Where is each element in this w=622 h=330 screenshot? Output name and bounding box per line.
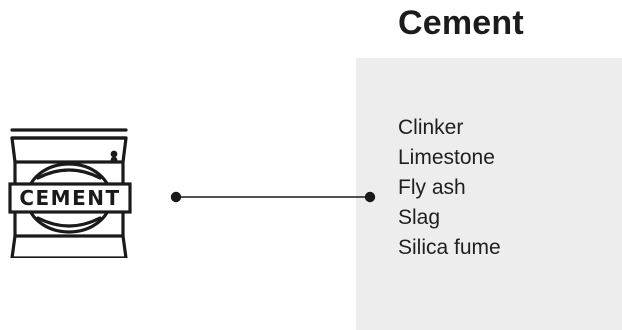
list-item: Silica fume <box>398 236 501 259</box>
components-panel: Clinker Limestone Fly ash Slag Silica fu… <box>356 58 622 330</box>
list-item: Slag <box>398 206 441 229</box>
components-list: Clinker Limestone Fly ash Slag Silica fu… <box>398 113 501 263</box>
emblem-upper-arc <box>36 168 102 180</box>
page-title: Cement <box>398 4 524 42</box>
connector-start-dot <box>170 191 182 203</box>
bag-label-text: CEMENT <box>19 186 120 210</box>
list-item: Clinker <box>398 116 464 139</box>
list-item: Fly ash <box>398 176 466 199</box>
cement-bag-icon: CEMENT <box>8 128 132 258</box>
emblem-lower-arc <box>36 216 102 228</box>
connector-end-dot <box>364 191 376 203</box>
decor-dot-1 <box>110 150 118 158</box>
list-item: Limestone <box>398 146 495 169</box>
label-band <box>8 182 132 214</box>
decor-dot-2 <box>110 156 118 164</box>
